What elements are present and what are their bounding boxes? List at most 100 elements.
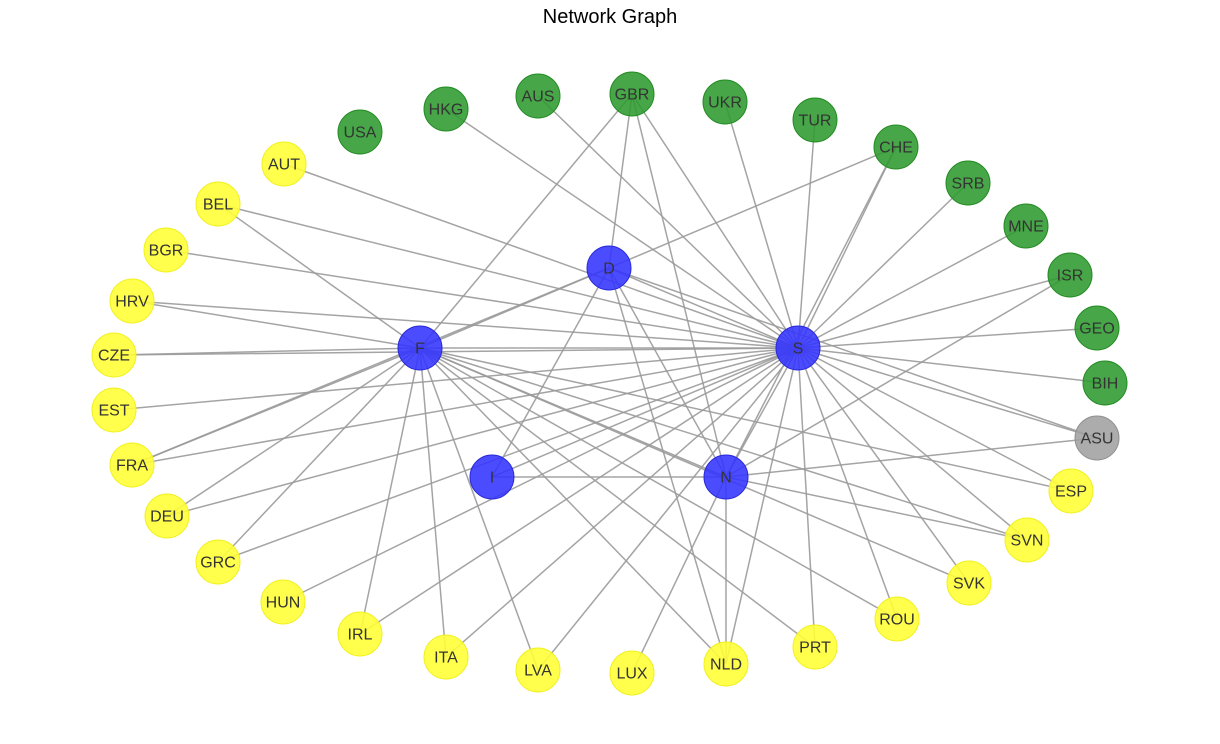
node-circle-lux [609, 650, 655, 696]
node-circle-svn [1004, 517, 1050, 563]
node-label-asu: ASU [1081, 431, 1114, 448]
edge-f-ita [419, 347, 447, 658]
edge-s-prt [797, 347, 816, 648]
node-circle-n [703, 454, 749, 500]
node-circle-usa [337, 109, 383, 155]
node-circle-prt [792, 624, 838, 670]
edge-n-svn [725, 476, 1028, 541]
edge-s-esp [797, 347, 1072, 492]
node-label-mne: MNE [1008, 219, 1044, 236]
node-circle-bih [1082, 360, 1128, 406]
edge-s-est [113, 347, 799, 411]
edge-f-deu [166, 347, 421, 517]
node-nld: NLD [703, 641, 749, 687]
node-label-deu: DEU [150, 509, 184, 526]
node-label-cze: CZE [98, 348, 130, 365]
edge-s-hkg [445, 108, 799, 349]
edges-layer [113, 93, 1106, 674]
edge-s-hrv [131, 300, 799, 349]
edge-s-grc [217, 347, 799, 563]
node-geo: GEO [1074, 305, 1120, 351]
node-gbr: GBR [609, 71, 655, 117]
edge-s-srb [797, 182, 969, 349]
node-ita: ITA [423, 634, 469, 680]
node-usa: USA [337, 109, 383, 155]
edge-s-lva [537, 347, 799, 671]
node-circle-geo [1074, 305, 1120, 351]
node-d: D [586, 245, 632, 291]
node-label-svk: SVK [953, 576, 985, 593]
edge-s-isr [797, 274, 1071, 349]
edge-f-grc [217, 347, 421, 563]
node-prt: PRT [792, 624, 838, 670]
edge-d-che [608, 146, 897, 269]
node-label-ita: ITA [434, 650, 458, 667]
edge-s-hun [282, 347, 799, 603]
edge-n-gbr [631, 93, 727, 478]
node-label-hrv: HRV [115, 294, 149, 311]
node-circle-est [91, 387, 137, 433]
node-circle-srb [945, 160, 991, 206]
node-label-ukr: UKR [708, 95, 742, 112]
node-circle-aut [261, 141, 307, 187]
node-label-d: D [603, 261, 615, 278]
edge-d-n [608, 267, 727, 478]
node-label-n: N [720, 470, 732, 487]
node-label-svn: SVN [1011, 533, 1044, 550]
node-label-irl: IRL [348, 627, 373, 644]
edge-s-ukr [724, 101, 799, 349]
edge-s-tur [797, 119, 816, 349]
node-rou: ROU [874, 596, 920, 642]
edge-f-bel [217, 203, 421, 349]
edge-n-lux [631, 476, 727, 674]
node-label-bgr: BGR [149, 243, 184, 260]
edge-f-lva [419, 347, 539, 671]
node-grc: GRC [195, 539, 241, 585]
node-circle-asu [1074, 415, 1120, 461]
node-label-gbr: GBR [615, 87, 650, 104]
node-mne: MNE [1003, 203, 1049, 249]
node-label-nld: NLD [710, 657, 742, 674]
graph-title: Network Graph [542, 6, 678, 28]
node-hrv: HRV [109, 278, 155, 324]
edge-s-fra [131, 347, 799, 466]
node-label-aus: AUS [522, 89, 555, 106]
node-label-hkg: HKG [429, 102, 464, 119]
edge-s-mne [797, 225, 1027, 349]
node-circle-s [775, 325, 821, 371]
edge-s-aus [537, 95, 799, 349]
edge-d-gbr [608, 93, 633, 269]
node-circle-deu [144, 493, 190, 539]
edge-f-fra [131, 347, 421, 466]
node-hun: HUN [260, 579, 306, 625]
node-circle-isr [1047, 252, 1093, 298]
node-label-bih: BIH [1092, 376, 1119, 393]
node-label-geo: GEO [1079, 321, 1115, 338]
edge-s-deu [166, 347, 799, 517]
edge-s-n [725, 347, 799, 478]
node-f: F [397, 325, 443, 371]
node-circle-d [586, 245, 632, 291]
node-che: CHE [873, 124, 919, 170]
edge-s-cze [113, 347, 799, 356]
node-circle-f [397, 325, 443, 371]
node-circle-bgr [143, 227, 189, 273]
node-circle-ita [423, 634, 469, 680]
edge-f-gbr [419, 93, 633, 349]
edge-s-aut [283, 163, 799, 349]
edge-f-irl [359, 347, 421, 635]
node-circle-cze [91, 332, 137, 378]
edge-d-nld [608, 267, 727, 665]
node-circle-svk [946, 560, 992, 606]
node-circle-hrv [109, 278, 155, 324]
edge-s-bel [217, 203, 799, 349]
edge-s-ita [445, 347, 799, 658]
node-svn: SVN [1004, 517, 1050, 563]
node-lva: LVA [515, 647, 561, 693]
edge-s-geo [797, 327, 1098, 349]
edge-d-asu [608, 267, 1098, 439]
edge-n-asu [725, 437, 1098, 478]
node-label-che: CHE [879, 140, 913, 157]
node-deu: DEU [144, 493, 190, 539]
